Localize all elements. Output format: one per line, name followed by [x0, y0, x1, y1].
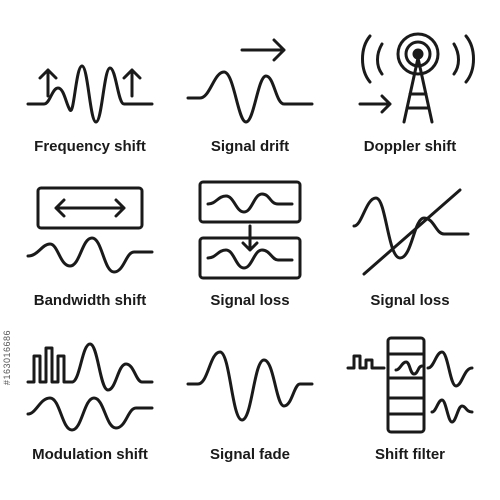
modulation-shift-icon: [26, 342, 154, 432]
label-shift-filter: Shift filter: [375, 446, 445, 463]
frequency-shift-icon: [26, 64, 154, 124]
label-frequency-shift: Frequency shift: [34, 138, 146, 155]
icon-tile-signal-loss-boxes: Signal loss: [170, 172, 330, 326]
label-signal-loss-1: Signal loss: [210, 292, 290, 309]
doppler-shift-icon: [358, 32, 475, 124]
signal-fade-icon: [186, 350, 314, 422]
label-bandwidth-shift: Bandwidth shift: [33, 292, 147, 309]
icon-tile-signal-drift: Signal drift: [170, 18, 330, 172]
icon-tile-signal-loss-crossed: Signal loss: [330, 172, 490, 326]
signal-loss-crossed-icon: [352, 188, 470, 276]
icon-tile-doppler-shift: Doppler shift: [330, 18, 490, 172]
label-signal-drift: Signal drift: [210, 138, 290, 155]
signal-drift-icon: [186, 38, 314, 124]
icon-tile-shift-filter: Shift filter: [330, 326, 490, 480]
icon-tile-frequency-shift: Frequency shift: [10, 18, 170, 172]
label-modulation-shift: Modulation shift: [32, 446, 148, 463]
label-signal-fade: Signal fade: [209, 446, 291, 463]
icon-tile-bandwidth-shift: Bandwidth shift: [10, 172, 170, 326]
stock-id-text: #163016686: [2, 330, 12, 386]
icon-tile-signal-fade: Signal fade: [170, 326, 330, 480]
shift-filter-icon: [346, 336, 474, 434]
bandwidth-shift-icon: [26, 186, 154, 274]
icon-tile-modulation-shift: Modulation shift: [10, 326, 170, 480]
label-signal-loss-2: Signal loss: [370, 292, 450, 309]
label-doppler-shift: Doppler shift: [363, 138, 457, 155]
signal-loss-icon: [198, 180, 302, 280]
icon-grid: Frequency shift Signal drift Doppler shi…: [10, 18, 490, 480]
